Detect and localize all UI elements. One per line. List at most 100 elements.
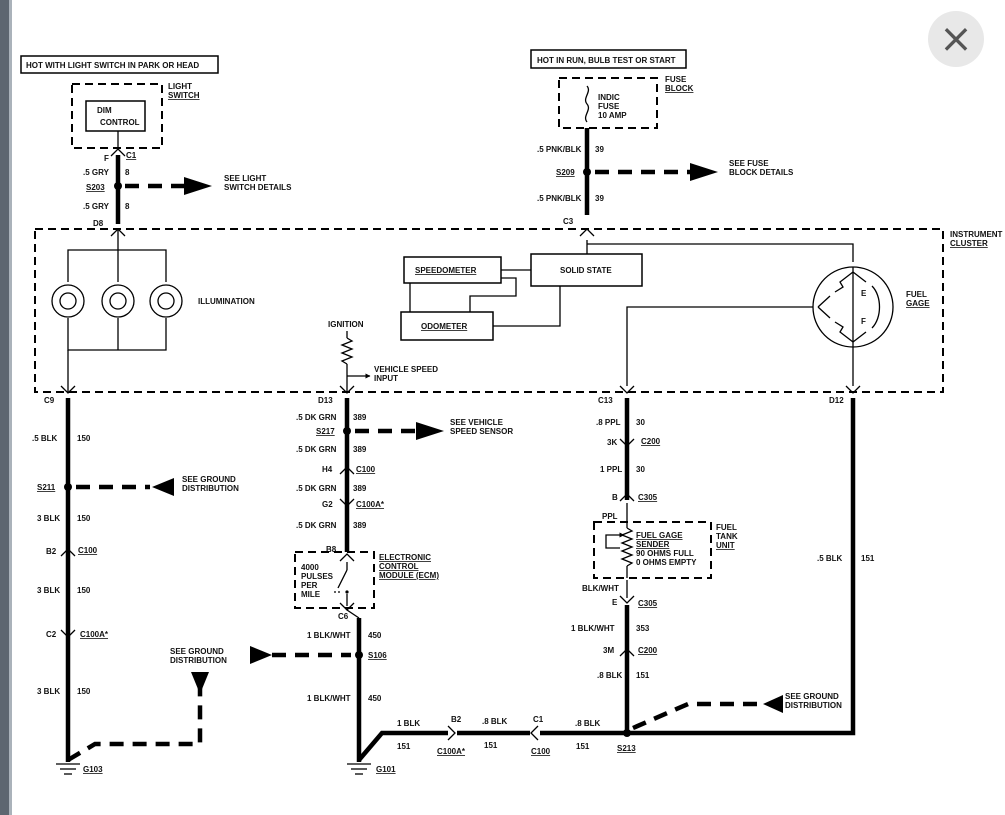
wire-39-b: 39	[595, 194, 604, 203]
gage-f-label: F	[861, 317, 866, 326]
vss-input-2: INPUT	[374, 374, 398, 383]
wire-blk-5a: .5 BLK	[32, 434, 58, 443]
close-icon: ×	[939, 16, 973, 62]
conn-c100a-a: C100A*	[80, 630, 109, 639]
sender-1: FUEL GAGE	[636, 531, 683, 540]
conn-c100-a: C100	[78, 546, 98, 555]
wire-8-a: 8	[125, 168, 130, 177]
speedometer-label: SPEEDOMETER	[415, 266, 477, 275]
control-label: CONTROL	[100, 118, 140, 127]
wire-pnk-b: .5 PNK/BLK	[537, 194, 582, 203]
wire-151-c: 151	[576, 742, 590, 751]
bulb-1	[51, 284, 85, 318]
fuse-block-box	[558, 77, 658, 129]
wire-dkgrn-c: .5 DK GRN	[296, 484, 337, 493]
wire-blkwht-d: 1 BLK/WHT	[571, 624, 615, 633]
light-switch-box	[71, 83, 163, 149]
wire-ppl: PPL	[602, 512, 618, 521]
fuse-hot-label: HOT IN RUN, BULB TEST OR START	[537, 56, 676, 65]
light-hot-label: HOT WITH LIGHT SWITCH IN PARK OR HEAD	[26, 61, 199, 70]
instrument-label-1: INSTRUMENT	[950, 230, 1003, 239]
wire-151-d: 151	[636, 671, 650, 680]
fuse-hot-box	[530, 49, 687, 69]
wire-blk-8a: .8 BLK	[482, 717, 508, 726]
conn-b: B	[612, 493, 618, 502]
ecm-box	[294, 551, 375, 609]
indic-fuse-2: FUSE	[598, 102, 620, 111]
conn-c2-a: C2	[46, 630, 57, 639]
conn-c1: C1	[126, 151, 137, 160]
indic-fuse-1: INDIC	[598, 93, 620, 102]
light-switch-label: LIGHT	[168, 82, 192, 91]
odometer-label: ODOMETER	[421, 322, 467, 331]
indic-fuse-3: 10 AMP	[598, 111, 627, 120]
wire-ppl-8: .8 PPL	[596, 418, 621, 427]
wire-8-b: 8	[125, 202, 130, 211]
conn-b8: B8	[326, 545, 337, 554]
conn-c6: C6	[338, 612, 349, 621]
wire-150-a: 150	[77, 434, 91, 443]
wire-39-a: 39	[595, 145, 604, 154]
wire-151-bottom-left	[357, 730, 448, 762]
light-switch-label-2: SWITCH	[168, 91, 200, 100]
wire-blk-8c: .8 BLK	[597, 671, 623, 680]
wire-151-a: 151	[397, 742, 411, 751]
instrument-label-2: CLUSTER	[950, 239, 988, 248]
wire-151-right	[627, 398, 856, 736]
conn-b2-a: B2	[46, 547, 57, 556]
wire-dkgrn-a: .5 DK GRN	[296, 413, 337, 422]
ground-g103-symbol	[56, 763, 80, 775]
wire-blkwht-b: 1 BLK/WHT	[307, 694, 351, 703]
conn-b2-b: B2	[451, 715, 462, 724]
wire-150-c: 150	[77, 586, 91, 595]
see-light-1: SEE LIGHT	[224, 174, 266, 183]
conn-3k: 3K	[607, 438, 617, 447]
dim-label: DIM	[97, 106, 112, 115]
wire-389-a: 389	[353, 413, 367, 422]
bulb-2	[101, 284, 135, 318]
vss-input-1: VEHICLE SPEED	[374, 365, 438, 374]
wire-450-b: 450	[368, 694, 382, 703]
wire-gry-b: .5 GRY	[83, 202, 110, 211]
wire-389-c: 389	[353, 484, 367, 493]
fuel-gage-symbol	[812, 266, 894, 348]
instrument-cluster-box	[34, 228, 944, 393]
conn-d12: D12	[829, 396, 844, 405]
see-ground-2a: SEE GROUND	[170, 647, 224, 656]
illumination-label: ILLUMINATION	[198, 297, 255, 306]
window-frame-edge	[9, 0, 12, 815]
fuel-gage-label-1: FUEL	[906, 290, 927, 299]
pulses-3: PER	[301, 581, 318, 590]
wire-blk-3b: 3 BLK	[37, 586, 60, 595]
pulses-4: MILE	[301, 590, 321, 599]
wire-30-b: 30	[636, 465, 645, 474]
conn-3m: 3M	[603, 646, 614, 655]
conn-c200-b: C200	[638, 646, 658, 655]
fuel-gage-label-2: GAGE	[906, 299, 930, 308]
wire-blkwht-a: 1 BLK/WHT	[307, 631, 351, 640]
speedometer-box	[403, 256, 502, 284]
wire-dkgrn-b: .5 DK GRN	[296, 445, 337, 454]
conn-d8: D8	[93, 219, 104, 228]
wire-blk-3a: 3 BLK	[37, 514, 60, 523]
see-ground-3a: SEE GROUND	[785, 692, 839, 701]
see-fuse-1: SEE FUSE	[729, 159, 769, 168]
odometer-box	[400, 311, 494, 341]
fuel-tank-box	[593, 521, 712, 579]
splice-s211	[64, 483, 72, 491]
close-button[interactable]: ×	[928, 11, 984, 67]
light-hot-box	[20, 55, 219, 74]
see-light-2: SWITCH DETAILS	[224, 183, 292, 192]
splice-s106	[355, 651, 363, 659]
conn-h4: H4	[322, 465, 333, 474]
splice-s209-label: S209	[556, 168, 575, 177]
conn-c100-c: C100	[531, 747, 551, 756]
splice-s203	[114, 182, 122, 190]
ground-g101-symbol	[347, 763, 371, 775]
wire-151-b: 151	[484, 741, 498, 750]
conn-f: F	[104, 154, 109, 163]
splice-s209	[583, 168, 591, 176]
conn-c1-b: C1	[533, 715, 544, 724]
splice-s217	[343, 427, 351, 435]
